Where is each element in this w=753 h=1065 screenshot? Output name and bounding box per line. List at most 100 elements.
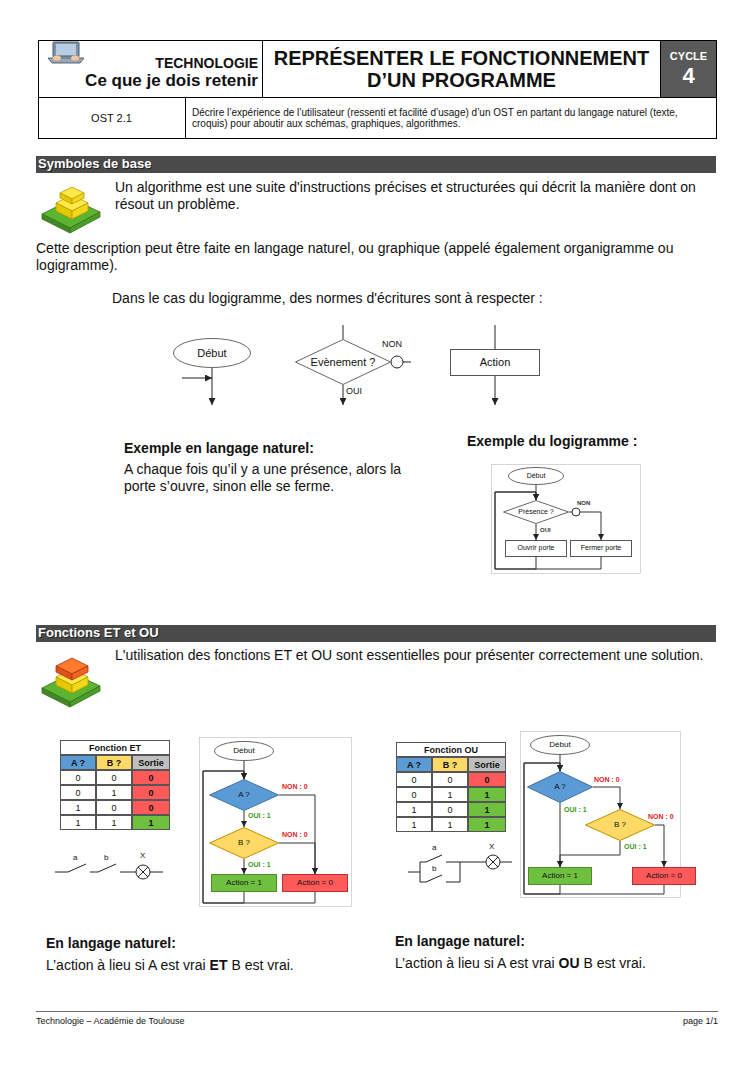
paragraph: Dans le cas du logigramme, des normes d'… [112,290,712,307]
action-box: Fermer porte [570,540,632,557]
section-band: Fonctions ET et OU [36,625,716,642]
switch-label: a [432,843,436,853]
lamp-label: X [489,842,494,852]
flow-connector [244,859,245,874]
edge-label: OUI : 1 [563,806,588,814]
paragraph: A chaque fois qu’il y a une présence, al… [124,461,414,495]
action-box: Action = 1 [211,874,277,892]
flow-connector [244,811,245,827]
node-text: Action = 0 [646,871,682,880]
table-cell: 0 [432,772,468,787]
action-box: Action = 1 [528,867,592,885]
table-header: Sortie [468,757,506,772]
edge-label: OUI : 1 [247,812,272,820]
node-text: 4 [682,63,694,88]
ost-cell: OST 2.1 [38,98,185,138]
sentence-part: B est vrai. [584,955,646,971]
decision-diamond: B ? [209,827,279,859]
table-cell: 1 [432,787,468,802]
table-cell: 1 [132,815,170,830]
node-text: Décrire l’expérience de l’utilisateur (r… [192,107,710,130]
node-text: Ouvrir porte [518,544,555,552]
table-header: A ? [60,755,96,770]
node-text: Début [549,740,570,749]
node-text: B ? [238,838,250,847]
table-cell: 0 [96,800,132,815]
table-cell: 1 [96,815,132,830]
table-cell: 1 [60,800,96,815]
table-cell: 0 [132,800,170,815]
table-cell: 1 [96,785,132,800]
table-cell: 0 [432,802,468,817]
example-heading: Exemple en langage naturel: [124,440,424,457]
example-heading: En langage naturel: [46,935,176,952]
table-cell: 1 [468,787,506,802]
node-text: Action = 1 [226,878,262,887]
decision-diamond: B ? [585,809,655,841]
node-text: Action = 0 [297,878,333,887]
node-text: Ce que je dois retenir [85,71,258,91]
action-box: Action = 0 [282,874,348,892]
lamp-label: X [140,851,145,861]
flow-connector [279,843,315,874]
edge-label: OUI [539,527,552,534]
brick-icon [42,187,100,233]
table-cell: 1 [432,817,468,832]
node-text: Fonctions ET et OU [38,626,159,641]
node-text: TECHNOLOGIE [155,55,258,71]
table-title: Fonction OU [396,742,506,757]
action-box: Action = 0 [632,867,696,885]
table-cell: 0 [132,770,170,785]
section-band: Symboles de base [36,156,716,173]
header-grid [38,40,717,139]
paragraph: L'utilisation des fonctions ET et OU son… [115,647,718,664]
flow-connector [593,787,620,809]
node-text: B ? [614,820,626,829]
table-header: B ? [96,755,132,770]
table-cell: 1 [60,815,96,830]
start-ellipse: Début [508,467,564,485]
start-ellipse: Début [173,338,251,368]
paragraph: Un algorithme est une suite d'instructio… [115,179,718,213]
edge-label: NON : 0 [593,776,621,784]
start-ellipse: Début [214,741,274,761]
table-cell: 0 [132,785,170,800]
page-number: page 1/1 [683,1016,718,1027]
table-cell: 0 [96,770,132,785]
edge-label: NON : 0 [647,813,675,821]
action-box: Ouvrir porte [505,540,567,557]
edge-label: NON : 0 [281,831,309,839]
node-text: Présence ? [518,508,553,516]
header-box: TECHNOLOGIECe que je dois retenir [38,40,262,97]
brick-icon [42,658,100,707]
edge-label: NON : 0 [281,783,309,791]
table-cell: 0 [396,772,432,787]
decision-diamond: A ? [209,779,279,811]
edge-label: NON [576,500,591,507]
switch-label: a [73,853,77,863]
flow-connector [279,795,315,874]
node-text: Début [197,347,226,360]
footer-text: Technologie – Académie de Toulouse [36,1016,184,1027]
sentence-part: L’action à lieu si A est vrai [46,957,206,973]
decision-diamond: Présence ? [503,500,569,524]
table-cell: 1 [468,802,506,817]
node-text: OST 2.1 [91,112,132,125]
edge-label: OUI : 1 [247,861,272,869]
flow-connector [536,524,537,540]
start-ellipse: Début [530,735,590,755]
table-title: Fonction ET [60,740,170,755]
node-text: Action = 1 [542,871,578,880]
flow-connector [655,825,664,867]
description-cell: Décrire l’expérience de l’utilisateur (r… [186,98,716,138]
node-text: Evènement ? [311,356,376,369]
table-cell: 1 [396,802,432,817]
sentence-keyword: ET [210,957,228,973]
table-cell: 0 [60,770,96,785]
branch-label: OUI [346,386,362,397]
cycle-box: CYCLE4 [661,41,716,97]
sentence-part: B est vrai. [231,957,293,973]
edge-label: OUI : 1 [623,843,648,851]
page-title: REPRÉSENTER LE FONCTIONNEMENT D’UN PROGR… [263,41,660,97]
switch-label: b [432,864,436,874]
